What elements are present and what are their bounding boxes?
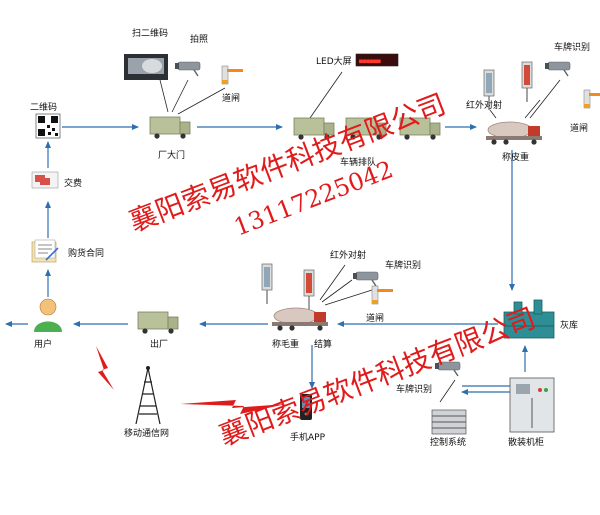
control-system-label: 控制系统: [430, 436, 466, 448]
ash-silo-label: 灰库: [560, 319, 578, 331]
mobile-network-label: 移动通信网: [124, 427, 169, 439]
settlement-label: 结算: [314, 338, 332, 350]
leader-lines: [159, 71, 561, 403]
plate-sensor-top-icon: [521, 61, 533, 103]
gate-barrier-icon: [221, 65, 244, 85]
infrared-bottom-label: 红外对射: [330, 249, 366, 261]
control-system-icon: [431, 409, 467, 435]
gate-barrier-bottom-icon: [371, 285, 394, 305]
bulk-cabinet-icon: [509, 377, 555, 433]
exit-label: 出厂: [150, 338, 168, 350]
bulk-cabinet-label: 散装机柜: [508, 436, 544, 448]
tare-weighing-label: 称皮重: [502, 151, 529, 163]
svg-text:■■■■■■: ■■■■■■: [359, 58, 381, 65]
lightning-left-icon: [96, 346, 114, 390]
leader-photo: [171, 79, 189, 113]
gate-barrier-top-icon: [583, 89, 600, 109]
led-screen-icon: ■■■■■■: [355, 53, 399, 67]
leader-plate-bottom: [321, 279, 353, 303]
infrared-top-label: 红外对射: [466, 99, 502, 111]
ir-sensor-bottom-icon: [261, 263, 273, 305]
user-avatar-icon: [34, 298, 62, 332]
user-label: 用户: [34, 338, 52, 350]
gross-weighing-label: 称毛重: [272, 338, 299, 350]
photo-camera-icon: [174, 61, 201, 77]
photo-label: 拍照: [190, 33, 208, 45]
truck-exit-icon: [137, 311, 179, 335]
contract-icon: [31, 239, 59, 263]
leader-camera-top: [529, 79, 561, 119]
factory-gate-label: 厂大门: [158, 149, 185, 161]
leader-scan: [159, 79, 169, 113]
plate-camera-top-icon: [544, 61, 571, 77]
mobile-phone-icon: [300, 394, 312, 420]
pay-label: 交费: [64, 177, 82, 189]
plate-recognition-top-label: 车牌识别: [554, 41, 590, 53]
gate-bottom-label: 道闸: [366, 312, 384, 324]
gate-top-label: 道闸: [570, 122, 588, 134]
leader-gate: [177, 87, 226, 115]
pay-icon: [31, 171, 59, 189]
leader-ir-bottom: [319, 264, 346, 301]
plate-recognition-bottom-label: 车牌识别: [385, 259, 421, 271]
scan-qr-label: 扫二维码: [132, 27, 168, 39]
signal-tower-icon: [135, 366, 161, 425]
scan-photo-image: [124, 54, 168, 80]
leader-gate-bottom: [324, 289, 373, 306]
tanker-tare-icon: [485, 121, 543, 146]
purchase-contract-label: 购货合同: [68, 247, 104, 259]
vehicle-queue-label: 车辆排队: [340, 156, 376, 168]
truck-at-gate-icon: [149, 116, 191, 140]
qr-code-icon: [35, 113, 61, 139]
ash-silo-icon: [503, 299, 555, 339]
tanker-gross-icon: [271, 307, 329, 332]
gate-label: 道闸: [222, 92, 240, 104]
led-screen-label: LED大屏: [316, 55, 352, 67]
plate-camera-bottom-icon: [352, 271, 379, 287]
plate-sensor-bottom-icon: [303, 269, 315, 311]
leader-ir-top: [489, 109, 497, 119]
leader-led: [309, 71, 343, 119]
leader-camera-control: [439, 379, 456, 403]
plate-recognition-control-label: 车牌识别: [396, 383, 432, 395]
lightning-right-icon: [180, 400, 286, 414]
qr-code-label: 二维码: [30, 101, 57, 113]
mobile-app-label: 手机APP: [290, 431, 326, 443]
leader-plate-top: [524, 99, 541, 119]
